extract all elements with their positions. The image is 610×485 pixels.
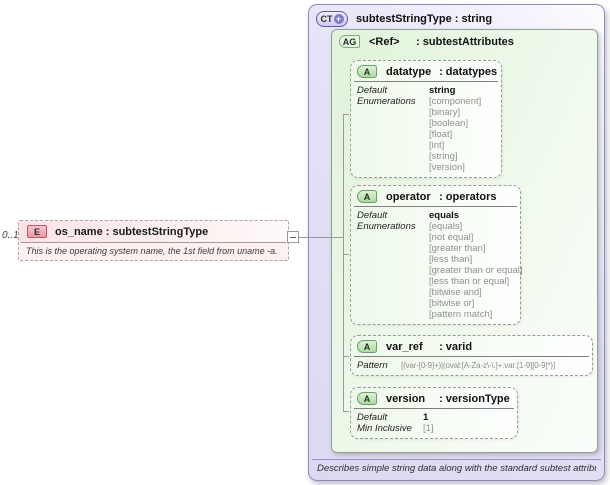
attribute-box-version[interactable]: A version : versionType Default 1 Min In… (350, 387, 518, 439)
attribute-facets: Default string Enumerations [component][… (351, 82, 501, 177)
default-label: Default (357, 85, 388, 96)
min-inclusive-value: [1] (423, 423, 434, 434)
attribute-title: datatype : datatypes (386, 66, 497, 78)
connector-stub-datatype (343, 114, 349, 115)
attribute-header: A datatype : datatypes (351, 61, 501, 81)
complex-type-footer: Describes simple string data along with … (312, 459, 601, 475)
complex-type-badge-label: CT (320, 14, 333, 24)
min-inclusive-label: Min Inclusive (357, 423, 412, 434)
connector-stub-var-ref (343, 356, 349, 357)
attribute-type: : operators (439, 190, 497, 203)
attribute-group-header: AG <Ref> : subtestAttributes (332, 30, 597, 53)
element-badge-icon: E (27, 225, 47, 238)
enumerations-list: [equals][not equal][greater than][less t… (429, 221, 523, 320)
element-separator (21, 242, 286, 243)
complex-type-badge-icon: CT + (316, 11, 348, 27)
default-label: Default (357, 412, 388, 423)
attribute-badge-icon: A (357, 340, 377, 353)
attribute-facets: Default equals Enumerations [equals][not… (351, 207, 523, 324)
attribute-badge-icon: A (357, 190, 377, 203)
element-header: E os_name : subtestStringType (19, 221, 288, 242)
default-label: Default (357, 210, 388, 221)
complex-type-title: subtestStringType : string (356, 13, 493, 25)
minus-icon (290, 237, 296, 238)
attribute-box-datatype[interactable]: A datatype : datatypes Default string En… (350, 60, 502, 178)
element-box-os-name[interactable]: E os_name : subtestStringType This is th… (18, 220, 289, 261)
attribute-group-badge-icon: AG (339, 35, 360, 48)
plus-icon[interactable]: + (333, 14, 344, 24)
attribute-name: datatype (386, 65, 432, 78)
attribute-type: : datatypes (439, 65, 498, 78)
pattern-value: [(var-[0-9]+)|(oval:[A-Za-z\-\.]+:var:[1… (401, 361, 556, 370)
attribute-facets: Pattern [(var-[0-9]+)|(oval:[A-Za-z\-\.]… (351, 357, 592, 375)
attribute-group-ref: <Ref> (369, 35, 400, 48)
attribute-separator (354, 81, 498, 82)
attribute-name: version (386, 392, 426, 405)
cardinality-label: 0..1 (2, 230, 19, 241)
attribute-title: operator : operators (386, 191, 497, 203)
enumerations-label: Enumerations (357, 96, 416, 107)
attribute-group-type: : subtestAttributes (416, 35, 514, 48)
enumerations-label: Enumerations (357, 221, 416, 232)
complex-type-annotation: Describes simple string data along with … (317, 463, 596, 474)
default-value: string (429, 85, 456, 96)
attribute-box-var-ref[interactable]: A var_ref : varid Pattern [(var-[0-9]+)|… (350, 335, 593, 376)
expand-collapse-toggle[interactable] (287, 231, 299, 243)
attribute-name: var_ref (386, 340, 423, 353)
attribute-box-operator[interactable]: A operator : operators Default equals En… (350, 185, 523, 325)
enumerations-list: [component][binary][boolean][float][int]… (429, 96, 482, 173)
attribute-separator (354, 206, 517, 207)
element-annotation: This is the operating system name, the 1… (19, 243, 288, 260)
connector-stub-version (343, 411, 349, 412)
attribute-type: : varid (439, 340, 473, 353)
attribute-type: : versionType (439, 392, 510, 405)
attribute-header: A version : versionType (351, 388, 517, 408)
connector-branch-line (343, 114, 344, 412)
default-value: 1 (423, 412, 429, 423)
complex-type-box[interactable]: CT + subtestStringType : string AG <Ref>… (308, 4, 605, 481)
element-title: os_name : subtestStringType (55, 225, 209, 238)
connector-line (299, 237, 343, 238)
attribute-separator (354, 408, 514, 409)
attribute-separator (354, 356, 589, 357)
pattern-label: Pattern (357, 360, 388, 371)
default-value: equals (429, 210, 460, 221)
complex-type-header: CT + subtestStringType : string (309, 5, 604, 31)
attribute-badge-icon: A (357, 65, 377, 78)
attribute-title: var_ref : varid (386, 341, 472, 353)
connector-stub-operator (343, 254, 349, 255)
attribute-header: A var_ref : varid (351, 336, 592, 356)
attribute-group-title: <Ref> : subtestAttributes (369, 36, 514, 48)
attribute-name: operator (386, 190, 431, 203)
attribute-group-box[interactable]: AG <Ref> : subtestAttributes A datatype … (331, 29, 598, 453)
attribute-header: A operator : operators (351, 186, 520, 206)
attribute-facets: Default 1 Min Inclusive [1] (351, 409, 517, 438)
attribute-badge-icon: A (357, 392, 377, 405)
attribute-title: version : versionType (386, 393, 510, 405)
